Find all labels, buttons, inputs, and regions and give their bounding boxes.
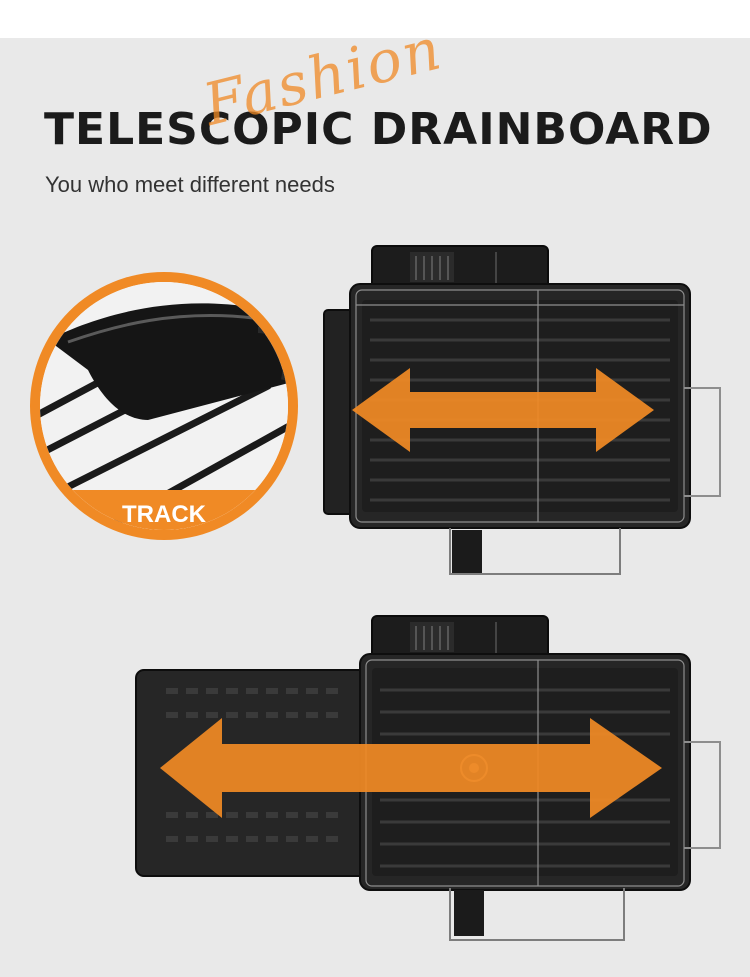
track-label: TRACK [122,501,207,528]
arrow-icon-top [352,368,654,452]
track-detail-inset: TRACK [30,272,298,540]
page-title: TELESCOPIC DRAINBOARD [44,104,713,155]
knife-holder-top [371,245,549,289]
top-band [0,0,750,38]
knife-holder-bottom [371,615,549,659]
arrow-icon-bottom [160,718,662,818]
page-subtitle: You who meet different needs [45,172,335,197]
